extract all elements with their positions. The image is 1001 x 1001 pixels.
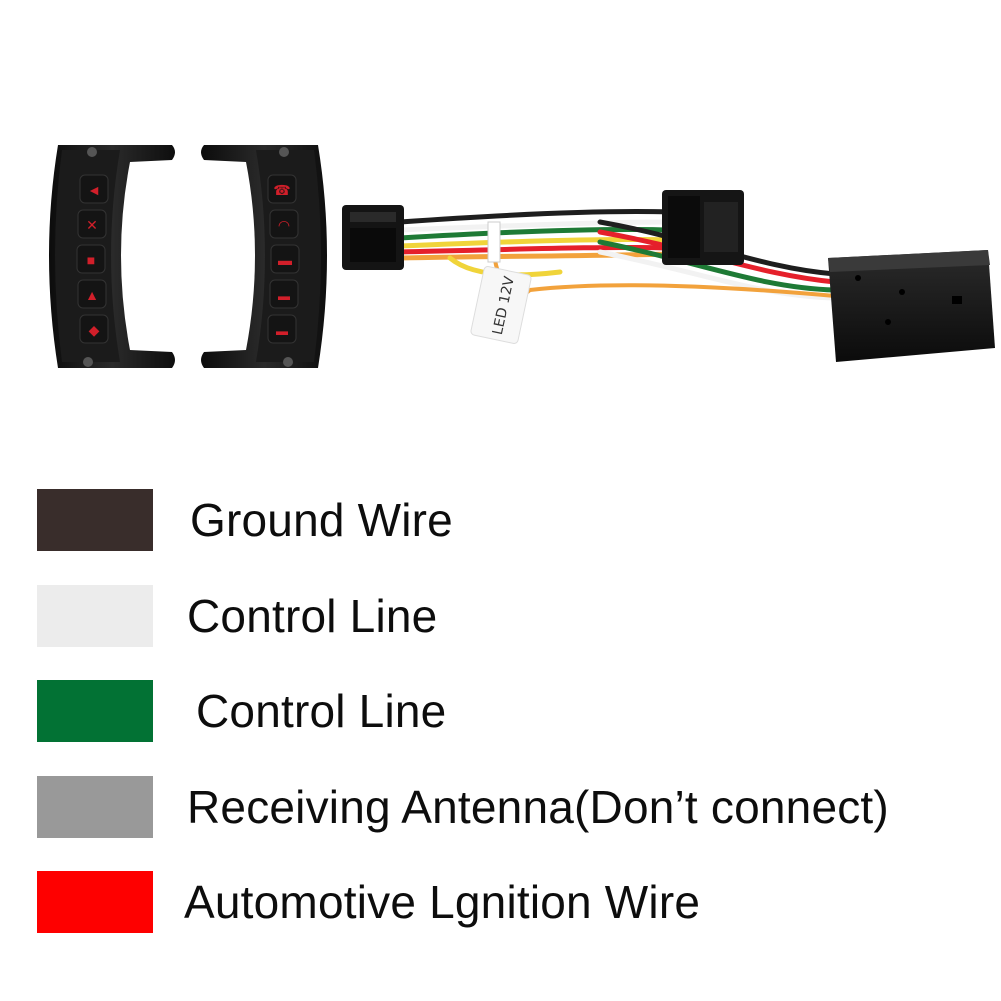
- right-button-pad: ☎ ◠ ▬ ▬ ▬: [201, 145, 327, 368]
- svg-text:▬: ▬: [278, 252, 292, 268]
- color-swatch: [37, 585, 153, 647]
- right-pad-buttons: ☎ ◠ ▬ ▬ ▬: [267, 174, 300, 344]
- legend-item-control-line-white: Control Line: [37, 585, 987, 649]
- svg-text:■: ■: [87, 252, 95, 268]
- legend-label: Automotive Lgnition Wire: [184, 876, 701, 928]
- color-swatch: [37, 489, 153, 551]
- left-connector: [342, 205, 404, 270]
- legend-item-control-line-green: Control Line: [37, 680, 987, 744]
- harness-wires: [397, 209, 838, 301]
- color-swatch: [37, 776, 153, 838]
- legend-item-ignition-wire: Automotive Lgnition Wire: [37, 871, 987, 935]
- left-button-pad: ◄ ✕ ■ ▲ ◆: [49, 145, 175, 368]
- svg-text:◄: ◄: [87, 182, 101, 198]
- svg-text:▬: ▬: [278, 289, 290, 303]
- legend-label: Ground Wire: [190, 494, 453, 546]
- svg-text:☎: ☎: [273, 182, 290, 198]
- legend-label: Control Line: [187, 590, 438, 642]
- left-pad-buttons: ◄ ✕ ■ ▲ ◆: [76, 174, 109, 344]
- color-swatch: [37, 871, 153, 933]
- legend-item-ground-wire: Ground Wire: [37, 489, 987, 553]
- product-photo: ◄ ✕ ■ ▲ ◆ ☎ ◠ ▬ ▬ ▬: [49, 145, 995, 368]
- svg-text:▲: ▲: [85, 287, 99, 303]
- legend-item-receiving-antenna: Receiving Antenna(Don’t connect): [37, 776, 987, 840]
- svg-text:✕: ✕: [86, 217, 98, 233]
- svg-text:◆: ◆: [89, 322, 100, 338]
- svg-text:◠: ◠: [278, 217, 290, 233]
- led-tag: LED 12V: [470, 266, 532, 344]
- color-swatch: [37, 680, 153, 742]
- right-connector: [662, 190, 744, 265]
- control-box: [828, 250, 995, 362]
- svg-text:▬: ▬: [276, 324, 288, 338]
- cable-tie: [487, 221, 501, 263]
- legend-label: Control Line: [196, 685, 447, 737]
- legend-label: Receiving Antenna(Don’t connect): [187, 781, 889, 833]
